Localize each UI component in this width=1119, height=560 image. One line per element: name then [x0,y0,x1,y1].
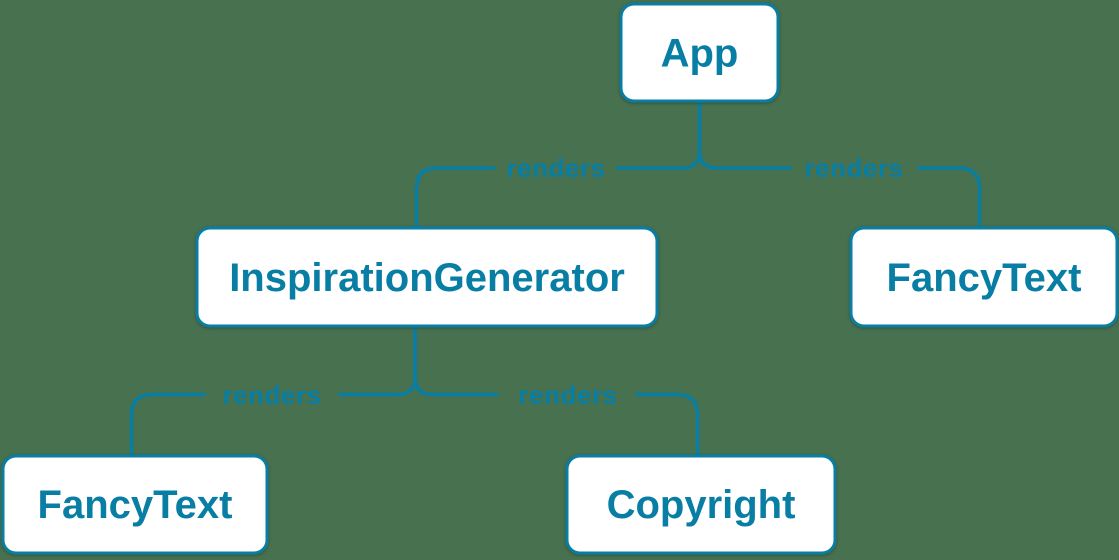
node-box [565,454,837,555]
node-label: App [661,32,739,76]
edge-label-renders: renders [223,380,322,410]
node-box [619,2,780,103]
edge-label-renders: renders [507,153,606,183]
node-label: FancyText [38,483,233,527]
edge-inspirationgenerator-to-copyright [413,325,700,457]
node-app: App [619,2,780,103]
node-box [849,226,1119,328]
node-fancy-text-bottom-left: FancyText [1,454,269,555]
edge-label-renders: renders [805,153,904,183]
node-label: Copyright [607,483,796,527]
edge-label-renders: renders [519,380,618,410]
node-box [1,454,269,555]
edges [129,99,982,457]
edge-app-to-fancytext [697,99,982,229]
node-label: FancyText [887,256,1082,300]
edge-labels: renders renders renders renders [223,153,904,410]
node-label: InspirationGenerator [229,256,625,300]
node-box [195,226,659,328]
node-inspiration-generator: InspirationGenerator [195,226,659,328]
node-copyright: Copyright [565,454,837,555]
node-fancy-text-top-right: FancyText [849,226,1119,328]
